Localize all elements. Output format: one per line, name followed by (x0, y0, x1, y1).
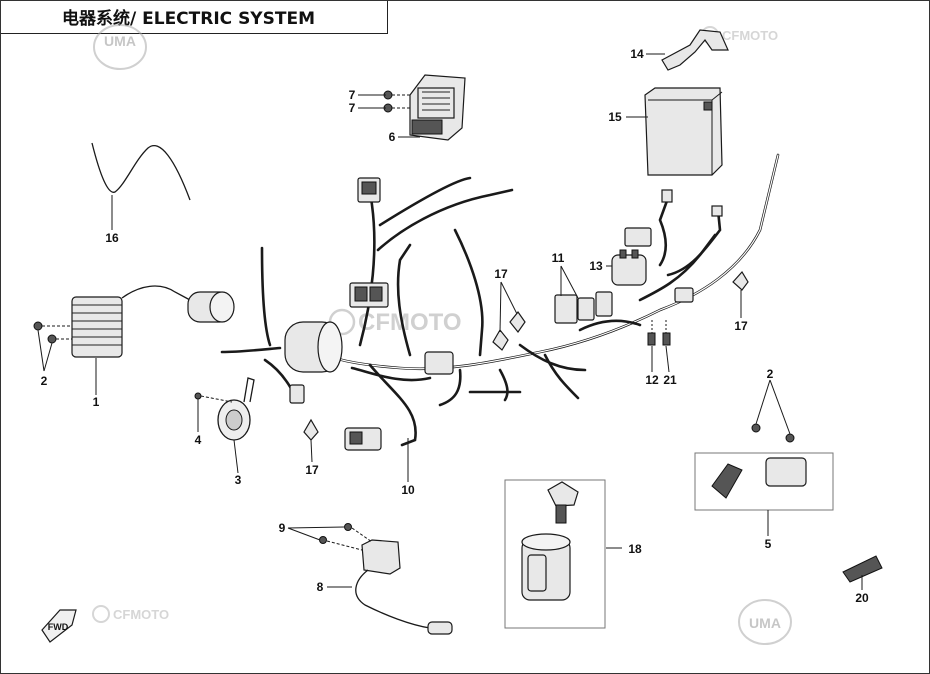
part-1-regulator (71, 285, 235, 358)
part-3-horn (217, 377, 255, 441)
part-10-wire-harness (220, 153, 780, 451)
cfmoto-watermark-bottom-text: CFMOTO (113, 607, 169, 622)
leader-lines (37, 53, 863, 590)
part-14-battery-strap (661, 29, 729, 71)
callout-2-left: 2 (41, 374, 48, 388)
cfmoto-watermark-center: CFMOTO (328, 308, 462, 336)
callout-16: 16 (105, 231, 119, 245)
uma-watermark-bottom: UMA (738, 599, 792, 645)
callout-17-left: 17 (305, 463, 319, 477)
callout-6: 6 (389, 130, 396, 144)
callout-12: 12 (645, 373, 659, 387)
callout-15: 15 (608, 110, 622, 124)
callout-14: 14 (630, 47, 644, 61)
part-17-clip-right (732, 270, 749, 291)
part-15-battery (644, 87, 723, 176)
cfmoto-watermark-center-text: CFMOTO (358, 309, 462, 336)
part-12-21-fasteners (647, 320, 671, 346)
fwd-arrow-icon: FWD (41, 609, 77, 643)
part-17-clip-left (303, 418, 319, 441)
callout-1: 1 (93, 395, 100, 409)
callout-2-right: 2 (767, 367, 774, 381)
uma-watermark-top: UMA (93, 24, 147, 70)
callout-18: 18 (628, 542, 642, 556)
callout-8: 8 (317, 580, 324, 594)
part-6-ecu (409, 74, 466, 141)
part-17-clip-center (492, 310, 526, 351)
callout-13: 13 (589, 259, 603, 273)
callout-3: 3 (235, 473, 242, 487)
callout-20: 20 (855, 591, 869, 605)
part-9-screws (319, 523, 373, 551)
uma-watermark-bottom-text: UMA (749, 615, 781, 631)
fwd-label: FWD (48, 622, 69, 632)
callout-10: 10 (401, 483, 415, 497)
cfmoto-watermark-bottom: CFMOTO (92, 605, 169, 623)
part-2-bolts-left (33, 321, 72, 344)
part-5-remote-kit (694, 452, 834, 511)
callout-21: 21 (663, 373, 677, 387)
callout-9: 9 (279, 521, 286, 535)
cfmoto-watermark-text: CFMOTO (722, 28, 778, 43)
part-13-starter-relay (611, 249, 647, 286)
callout-7-top: 7 (349, 88, 356, 102)
callout-5: 5 (765, 537, 772, 551)
callout-17-center: 17 (494, 267, 508, 281)
part-20-label (842, 555, 883, 583)
callout-numbers: 16 1 2 4 3 17 10 7 7 6 14 15 11 13 17 17… (41, 47, 869, 605)
callout-17-right: 17 (734, 319, 748, 333)
callout-4: 4 (195, 433, 202, 447)
callout-7-bottom: 7 (349, 101, 356, 115)
uma-watermark-text: UMA (104, 33, 136, 49)
diagram-title: 电器系统/ ELECTRIC SYSTEM (0, 0, 388, 34)
part-7-nuts (383, 90, 412, 113)
part-18-ignition-switch (504, 479, 606, 629)
part-4-bolt (194, 392, 233, 403)
part-8-ignition-coil (355, 539, 453, 635)
part-16-wire (91, 142, 191, 201)
callout-11: 11 (552, 251, 565, 265)
